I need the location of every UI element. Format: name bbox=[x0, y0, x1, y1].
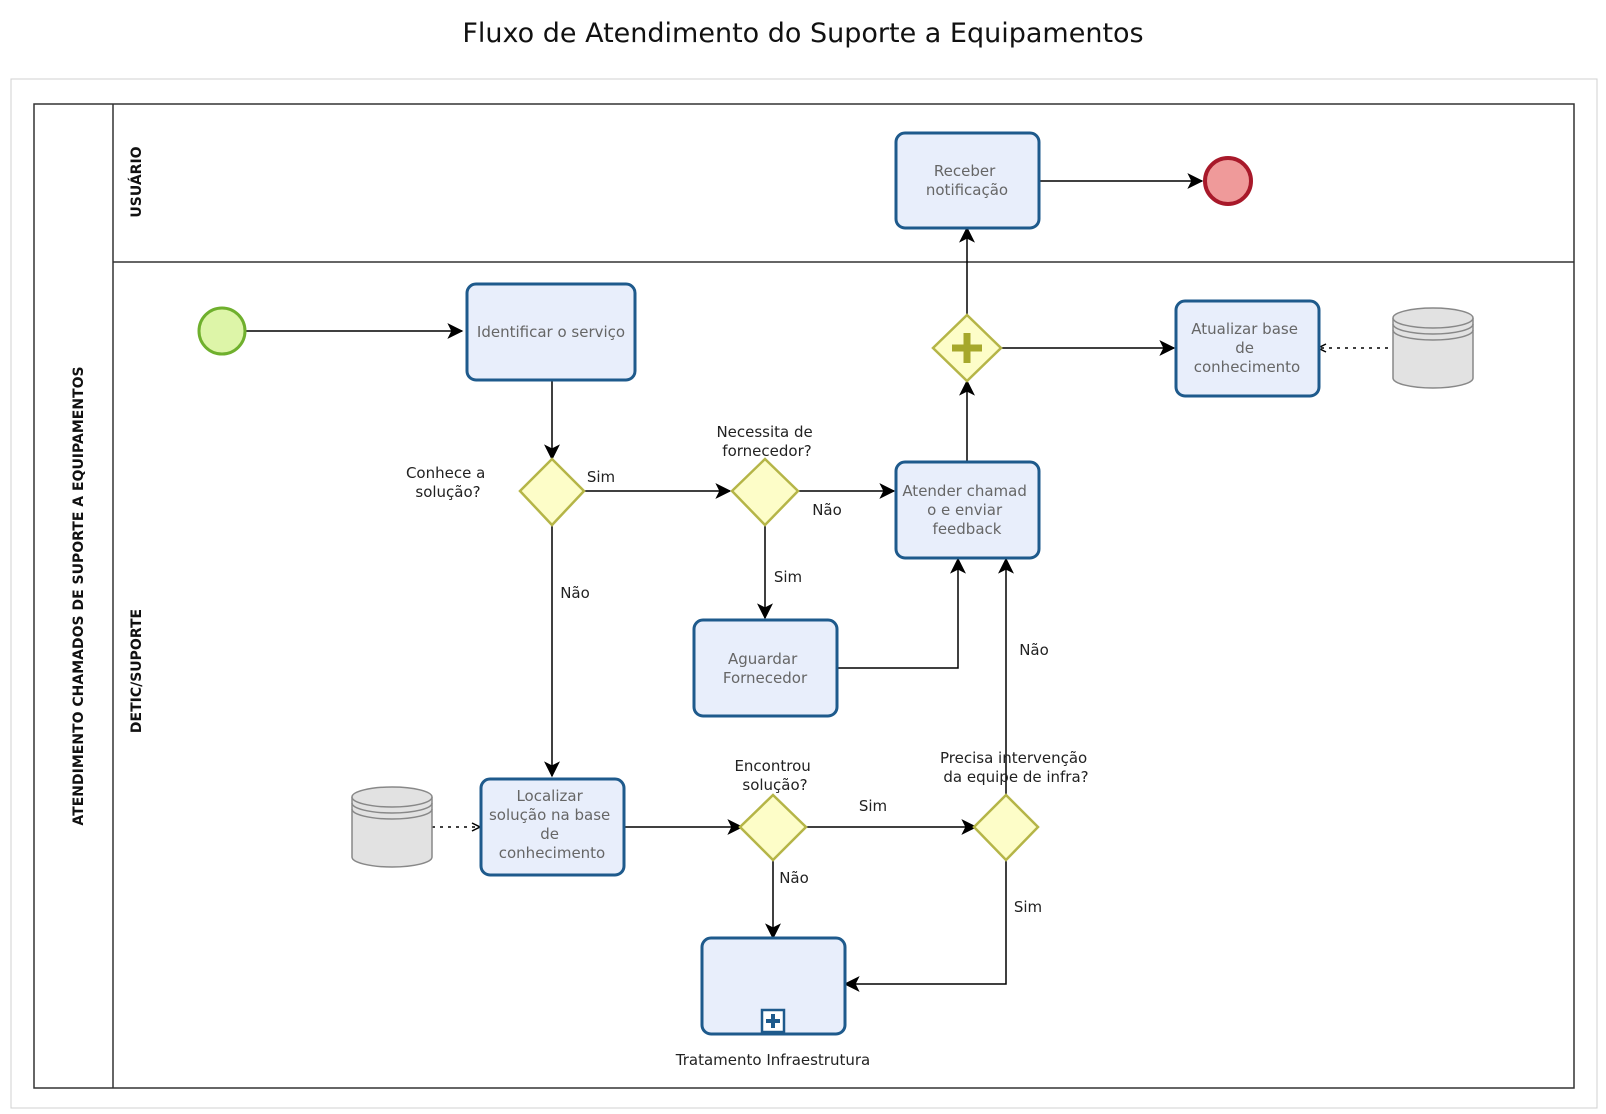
pool: ATENDIMENTO CHAMADOS DE SUPORTE A EQUIPA… bbox=[33, 103, 1575, 1089]
task-label-line: conhecimento bbox=[1194, 358, 1301, 376]
task-aguardar-fornecedor[interactable]: Aguardar Fornecedor bbox=[692, 618, 839, 718]
flow-intervencao-sim bbox=[843, 860, 1007, 992]
svg-text:Aguardar Fornecedor: Aguardar Fornecedor bbox=[723, 650, 808, 687]
end-event[interactable] bbox=[1203, 156, 1253, 206]
gateway-label-line: Encontrou bbox=[734, 757, 810, 775]
svg-text:Precisa intervenção da equ: Precisa intervenção da equipe de infra? bbox=[940, 749, 1092, 786]
lane-label-suporte: DETIC/SUPORTE bbox=[129, 609, 145, 733]
task-label-line: notificação bbox=[926, 181, 1008, 199]
task-label-line: de bbox=[540, 825, 559, 843]
task-label-line: Atualizar base bbox=[1191, 320, 1298, 338]
task-localizar-solucao[interactable]: Localizar solução na base de conheciment… bbox=[479, 777, 626, 877]
lane-label-usuario: USUÁRIO bbox=[128, 146, 145, 217]
plus-icon bbox=[952, 333, 982, 363]
gateway-precisa-intervencao[interactable] bbox=[972, 793, 1040, 862]
task-label-line: Atender chamad bbox=[902, 482, 1027, 500]
gateway-label-line: Necessita de bbox=[716, 423, 812, 441]
task-atender-chamado[interactable]: Atender chamad o e enviar feedback bbox=[894, 460, 1041, 560]
task-receber-notificacao[interactable]: Receber notificação bbox=[894, 131, 1041, 230]
data-associations bbox=[432, 348, 1388, 827]
task-label-line: solução na base bbox=[489, 806, 610, 824]
datastore-knowledge-base-top[interactable] bbox=[1392, 307, 1474, 389]
flow-label-nao: Não bbox=[779, 869, 809, 887]
gateway-label-line: Precisa intervenção bbox=[940, 749, 1087, 767]
task-label-line: feedback bbox=[933, 520, 1002, 538]
svg-text:Localizar solução na bas: Localizar solução na base de conheciment… bbox=[489, 787, 615, 862]
task-label-line: o e enviar bbox=[927, 501, 1003, 519]
flow-label-nao: Não bbox=[1019, 641, 1049, 659]
task-label-line: Identificar o serviço bbox=[477, 323, 625, 341]
sequence-flows bbox=[246, 173, 1204, 992]
svg-text:Atualizar base de: Atualizar base de conhecimento bbox=[1191, 320, 1302, 376]
subprocess-label: Tratamento Infraestrutura bbox=[675, 1051, 870, 1069]
gateway-parallel[interactable] bbox=[931, 313, 1003, 383]
gateway-necessita-fornecedor[interactable] bbox=[730, 457, 800, 527]
datastore-knowledge-base-bottom[interactable] bbox=[351, 786, 433, 868]
diagram-frame bbox=[10, 78, 1598, 1109]
task-identificar-servico[interactable]: Identificar o serviço bbox=[465, 282, 637, 382]
flow-label-sim: Sim bbox=[587, 468, 615, 486]
flow-label-sim: Sim bbox=[859, 797, 887, 815]
svg-text:Identificar o serviço: Identificar o serviço bbox=[477, 323, 625, 341]
task-label-line: de bbox=[1235, 339, 1254, 357]
diagram-title: Fluxo de Atendimento do Suporte a Equipa… bbox=[462, 18, 1144, 49]
gateway-encontrou-solucao[interactable] bbox=[738, 793, 808, 862]
task-label-line: conhecimento bbox=[499, 844, 606, 862]
svg-text:Encontrou solução?: Encontrou solução? bbox=[734, 757, 815, 794]
gateway-conhece-solucao[interactable] bbox=[518, 457, 586, 527]
gateway-label-line: solução? bbox=[415, 483, 480, 501]
subprocess-tratamento-infraestrutura[interactable] bbox=[700, 936, 847, 1036]
svg-text:Receber notificação: Receber notificação bbox=[926, 162, 1008, 199]
flow-label-sim: Sim bbox=[774, 568, 802, 586]
task-label-line: Aguardar bbox=[728, 650, 798, 668]
task-atualizar-base[interactable]: Atualizar base de conhecimento bbox=[1174, 299, 1321, 398]
pool-label: ATENDIMENTO CHAMADOS DE SUPORTE A EQUIPA… bbox=[71, 366, 87, 825]
task-label-line: Localizar bbox=[516, 787, 583, 805]
gateway-label-line: Conhece a bbox=[406, 464, 485, 482]
task-label-line: Fornecedor bbox=[723, 669, 808, 687]
svg-text:Conhece a solução?: Conhece a solução? bbox=[406, 464, 490, 501]
subprocess-expand-icon[interactable] bbox=[760, 1008, 786, 1034]
flow-aguardar-to-atender bbox=[837, 557, 966, 669]
task-label-line: Receber bbox=[934, 162, 996, 180]
gateway-label-line: solução? bbox=[742, 776, 807, 794]
flow-label-sim: Sim bbox=[1014, 898, 1042, 916]
start-event[interactable] bbox=[197, 306, 247, 356]
flow-label-nao: Não bbox=[560, 584, 590, 602]
svg-text:Atender chamad o e envia: Atender chamad o e enviar feedback bbox=[902, 482, 1031, 538]
gateway-label-line: fornecedor? bbox=[722, 442, 811, 460]
svg-text:Necessita de fornecedor?: Necessita de fornecedor? bbox=[716, 423, 817, 460]
flow-label-nao: Não bbox=[812, 501, 842, 519]
gateway-label-line: da equipe de infra? bbox=[943, 768, 1088, 786]
